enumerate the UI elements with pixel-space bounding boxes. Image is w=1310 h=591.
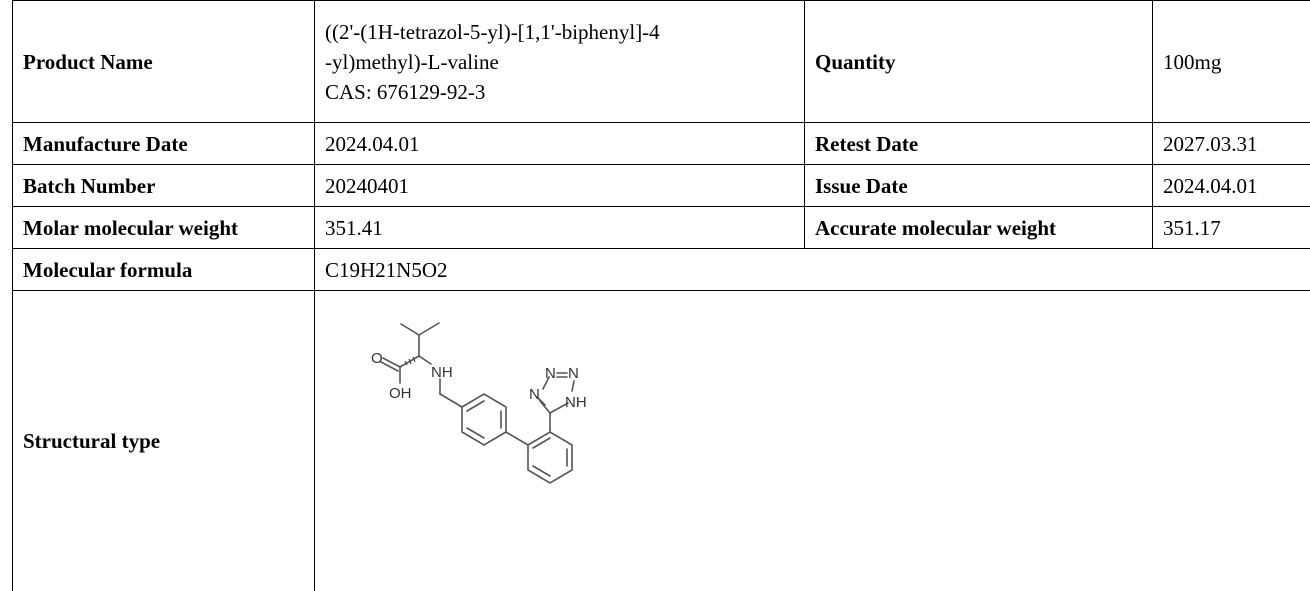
issue-date-label: Issue Date [805,165,1153,207]
structure-row: Structural type [13,291,1310,591]
molar-weight-label: Molar molecular weight [13,207,315,249]
product-name-line: -yl)methyl)-L-valine [325,47,794,77]
batch-number-value: 20240401 [315,165,805,207]
stereo-wedge [405,357,415,365]
product-info-table: Product Name ((2'-(1H-tetrazol-5-yl)-[1,… [12,0,1310,591]
atom-amine: NH [431,364,453,381]
bond [419,356,431,364]
atom-tetrazole-n3: N [568,365,579,382]
quantity-value: 100mg [1153,1,1310,123]
atom-carbonyl-o: O [371,350,383,367]
accurate-weight-value: 351.17 [1153,207,1310,249]
molar-weight-value: 351.41 [315,207,805,249]
atom-tetrazole-n2: N [545,365,556,382]
formula-row: Molecular formula C19H21N5O2 [13,249,1310,291]
weights-row: Molar molecular weight 351.41 Accurate m… [13,207,1310,249]
retest-date-value: 2027.03.31 [1153,123,1310,165]
bond [506,432,528,445]
bond [572,381,574,391]
bond [540,401,550,413]
product-name-value: ((2'-(1H-tetrazol-5-yl)-[1,1'-biphenyl]-… [315,1,805,123]
batch-row: Batch Number 20240401 Issue Date 2024.04… [13,165,1310,207]
atom-hydroxyl: OH [389,385,412,402]
bond [401,324,419,335]
molecular-formula-label: Molecular formula [13,249,315,291]
dates-row: Manufacture Date 2024.04.01 Retest Date … [13,123,1310,165]
product-cas-line: CAS: 676129-92-3 [325,77,794,107]
atom-tetrazole-nh: NH [565,394,587,411]
retest-date-label: Retest Date [805,123,1153,165]
bond [440,394,462,407]
bond [419,323,439,335]
bond [383,358,400,367]
structure-cell: O OH NH N N N NH [315,291,1310,591]
accurate-weight-label: Accurate molecular weight [805,207,1153,249]
manufacture-date-value: 2024.04.01 [315,123,805,165]
bond [381,362,398,371]
manufacture-date-label: Manufacture Date [13,123,315,165]
chemical-structure-diagram: O OH NH N N N NH [343,303,663,563]
bond [533,438,550,448]
coa-sheet: Product Name ((2'-(1H-tetrazol-5-yl)-[1,… [12,0,1310,591]
issue-date-value: 2024.04.01 [1153,165,1310,207]
quantity-label: Quantity [805,1,1153,123]
molecular-formula-value: C19H21N5O2 [315,249,1310,291]
product-name-label: Product Name [13,1,315,123]
product-name-row: Product Name ((2'-(1H-tetrazol-5-yl)-[1,… [13,1,1310,123]
product-name-line: ((2'-(1H-tetrazol-5-yl)-[1,1'-biphenyl]-… [325,17,794,47]
structural-type-label: Structural type [13,291,315,591]
batch-number-label: Batch Number [13,165,315,207]
structure-image-wrap: O OH NH N N N NH [325,291,1300,591]
atom-tetrazole-n1: N [529,386,540,403]
bond [409,359,411,364]
